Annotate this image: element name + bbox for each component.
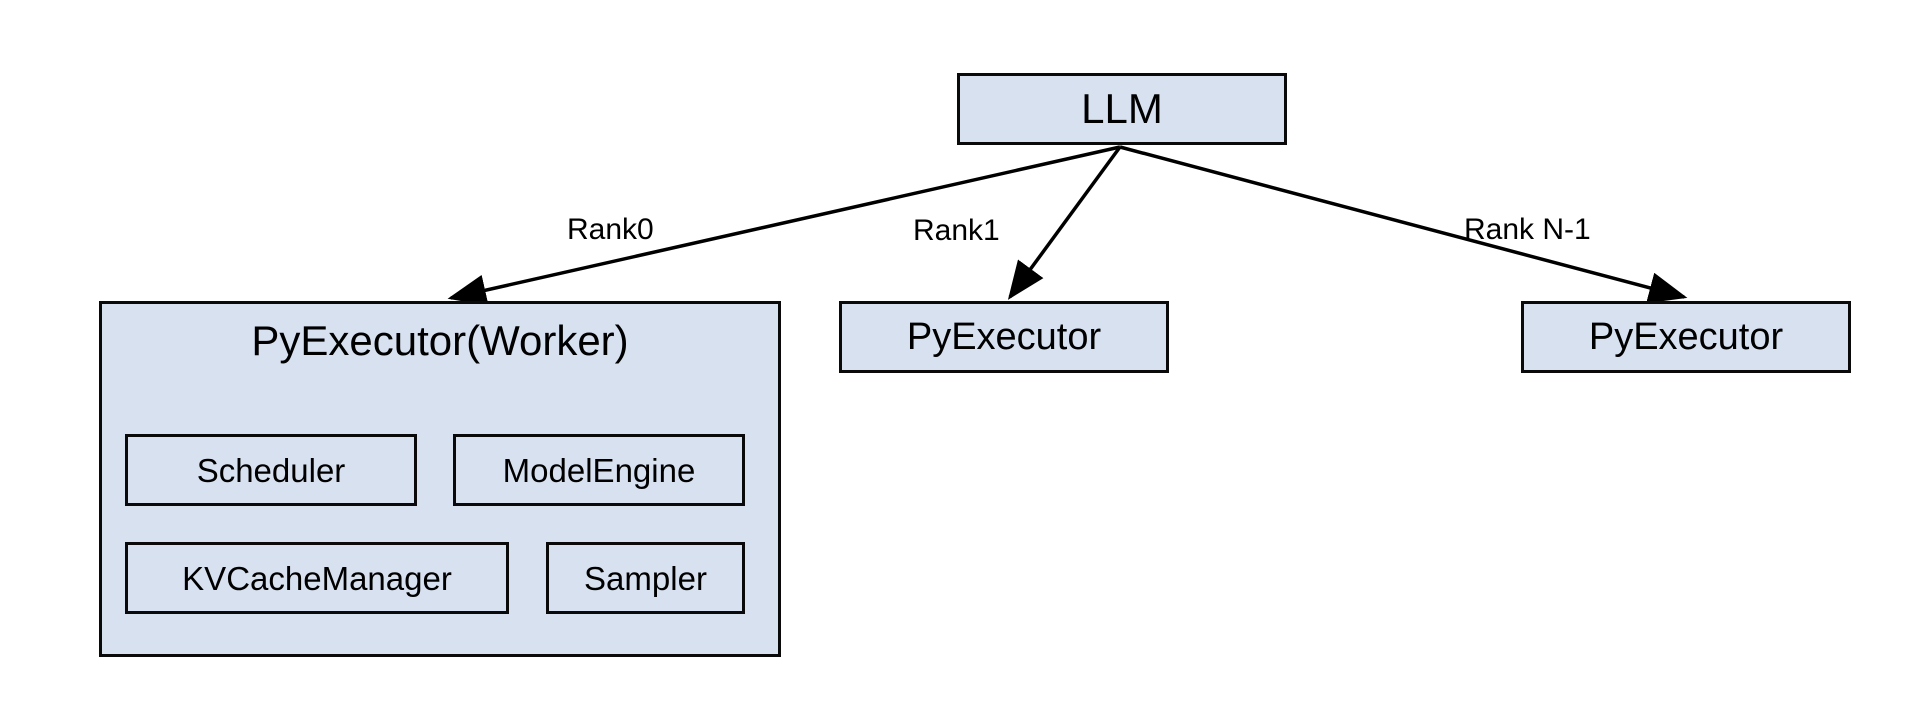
node-pyexecutor-rank-n-1-label: PyExecutor xyxy=(1588,316,1784,358)
node-kvcache-manager-label: KVCacheManager xyxy=(182,559,452,597)
edge-llm-to-executor-rankn xyxy=(1119,145,1688,304)
node-llm[interactable]: LLM xyxy=(957,73,1287,145)
edge-llm-to-worker xyxy=(447,145,1121,306)
node-pyexecutor-rank1[interactable]: PyExecutor xyxy=(839,301,1169,373)
node-pyexecutor-rank1-label: PyExecutor xyxy=(906,316,1102,358)
edge-llm-to-executor-rank1 xyxy=(1007,145,1122,300)
edge-label-rank-n-1: Rank N-1 xyxy=(1464,213,1591,246)
node-sampler[interactable]: Sampler xyxy=(546,542,745,614)
node-scheduler-label: Scheduler xyxy=(196,451,346,489)
node-pyexecutor-worker-label: PyExecutor(Worker) xyxy=(251,317,629,364)
node-pyexecutor-rank-n-1[interactable]: PyExecutor xyxy=(1521,301,1851,373)
node-model-engine-label: ModelEngine xyxy=(502,451,696,489)
node-kvcache-manager[interactable]: KVCacheManager xyxy=(125,542,509,614)
edge-label-rank1: Rank1 xyxy=(913,214,1000,247)
node-pyexecutor-worker[interactable]: PyExecutor(Worker) Scheduler ModelEngine… xyxy=(99,301,781,657)
node-llm-label: LLM xyxy=(1081,85,1163,132)
node-scheduler[interactable]: Scheduler xyxy=(125,434,417,506)
node-model-engine[interactable]: ModelEngine xyxy=(453,434,745,506)
node-sampler-label: Sampler xyxy=(584,559,707,597)
edge-label-rank0: Rank0 xyxy=(567,213,654,246)
